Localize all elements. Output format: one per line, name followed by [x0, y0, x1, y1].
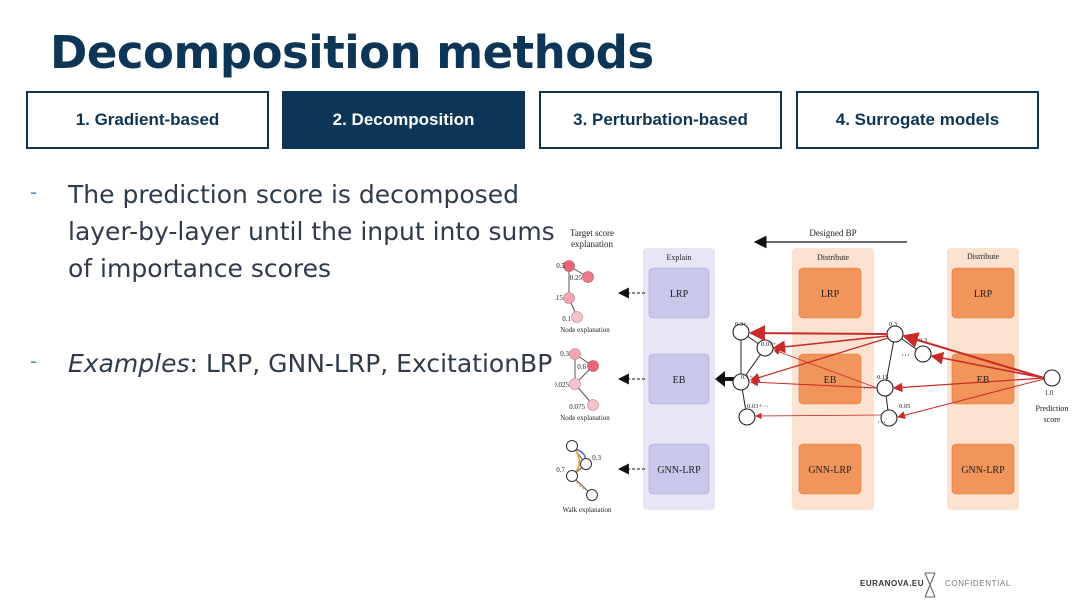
expl1-value-3: 0.1 — [562, 315, 571, 323]
right-node — [880, 409, 898, 427]
page-title: Decomposition methods — [50, 26, 654, 79]
right-node — [876, 379, 894, 397]
explain-eb-label: EB — [673, 375, 686, 386]
prediction-score-label-line1: Prediction — [1036, 404, 1069, 413]
bold-arrow-to-explain — [715, 371, 737, 387]
explain-lrp-label: LRP — [670, 289, 689, 300]
walk-explanation-gnn-lrp: 0.3 0.7 Walk explanation — [556, 440, 612, 514]
explain-header: Explain — [667, 253, 692, 262]
tab-surrogate-models[interactable]: 4. Surrogate models — [796, 91, 1039, 149]
left-value-2: 0.1+··· — [741, 374, 759, 381]
ellipsis-3: ··· — [877, 417, 886, 427]
distribute2-lrp-label: LRP — [974, 289, 993, 300]
distribute-header-2: Distribute — [967, 252, 999, 261]
left-value-1: 0.07+··· — [761, 341, 783, 348]
right-value-3: 0.05 — [899, 403, 910, 410]
examples-list: : LRP, GNN-LRP, ExcitationBP — [189, 349, 553, 378]
expl1-value-0: 0.5 — [556, 262, 565, 270]
expl2-value-0: 0.3 — [560, 350, 569, 358]
distribute1-lrp-box — [798, 267, 862, 319]
explain-eb-box — [648, 353, 710, 405]
bullet-dash: - — [30, 180, 38, 204]
expl1-value-2: 0.15 — [555, 294, 564, 302]
tab-perturbation-based[interactable]: 3. Perturbation-based — [539, 91, 782, 149]
right-value-1: 0.3 — [919, 337, 927, 344]
left-node — [732, 373, 750, 391]
left-node — [732, 323, 750, 341]
prediction-value: 1.0 — [1045, 389, 1054, 397]
expl3-value-0: 0.3 — [592, 454, 601, 462]
expl2-value-3: 0.075 — [569, 403, 585, 411]
explain-gnn-lrp-box — [648, 443, 710, 495]
bullet-item: - The prediction score is decomposed lay… — [30, 176, 570, 287]
prediction-node — [1043, 369, 1061, 387]
walk-explanation-caption: Walk explanation — [562, 506, 612, 514]
prediction-score-label-line2: score — [1044, 415, 1061, 424]
target-score-title-line2: explanation — [571, 239, 613, 249]
right-value-2: 0.15 — [877, 374, 888, 381]
bullet-list: - The prediction score is decomposed lay… — [30, 176, 570, 382]
distribute1-eb-label: EB — [824, 375, 837, 386]
footer-confidential: CONFIDENTIAL — [945, 579, 1011, 588]
expl3-value-1: 0.7 — [556, 466, 565, 474]
right-node — [886, 325, 904, 343]
red-relevance-arrows — [749, 325, 1045, 420]
distribute1-gnn-lrp-label: GNN-LRP — [808, 465, 852, 476]
examples-label: Examples — [68, 349, 190, 378]
distribute2-lrp-box — [951, 267, 1015, 319]
left-node — [738, 408, 756, 426]
bullet-item: - Examples: LRP, GNN-LRP, ExcitationBP — [30, 345, 570, 382]
node-explanation-caption: Node explanation — [560, 326, 610, 334]
distribute2-eb-box — [951, 353, 1015, 405]
bullet-text-decomposition: The prediction score is decomposed layer… — [68, 180, 555, 283]
distribute2-gnn-lrp-box — [951, 443, 1015, 495]
left-value-0: 0.3+··· — [735, 321, 753, 328]
tab-decomposition[interactable]: 2. Decomposition — [282, 91, 525, 149]
target-score-title-line1: Target score — [570, 228, 614, 238]
explain-gnn-lrp-label: GNN-LRP — [657, 465, 701, 476]
expl1-value-1: 0.25 — [570, 274, 583, 282]
bullet-text-examples: Examples: LRP, GNN-LRP, ExcitationBP — [68, 349, 552, 378]
distribute1-lrp-label: LRP — [821, 289, 840, 300]
method-tabs: 1. Gradient-based 2. Decomposition 3. Pe… — [26, 91, 1040, 149]
right-value-0: 0.3 — [889, 321, 897, 328]
distribute1-eb-box — [798, 353, 862, 405]
node-explanation-lrp: 0.5 0.25 0.15 0.1 Node explanation — [555, 260, 610, 334]
distribute2-gnn-lrp-label: GNN-LRP — [961, 465, 1005, 476]
right-node — [914, 345, 932, 363]
expl2-value-2: 0.025 — [555, 381, 570, 389]
decomposition-figure: Target score explanation Designed BP Exp… — [555, 228, 1069, 514]
distribute-header-1: Distribute — [817, 253, 849, 262]
footer-brand: EURANOVA.EU — [860, 579, 925, 588]
node-explanation-eb: 0.3 0.6 0.025 0.075 Node explanation — [555, 348, 610, 422]
left-value-3: 0.03+··· — [747, 403, 769, 410]
walk-orange-path — [574, 450, 581, 473]
bullet-dash: - — [30, 349, 38, 373]
tab-gradient-based[interactable]: 1. Gradient-based — [26, 91, 269, 149]
explain-lrp-box — [648, 267, 710, 319]
node-explanation-caption: Node explanation — [560, 414, 610, 422]
expl2-value-1: 0.6 — [577, 363, 586, 371]
distribute2-eb-label: EB — [977, 375, 990, 386]
euranova-logo-icon — [924, 572, 936, 598]
ellipsis-1: ··· — [901, 350, 910, 360]
designed-bp-label: Designed BP — [809, 228, 856, 238]
distribute1-gnn-lrp-box — [798, 443, 862, 495]
